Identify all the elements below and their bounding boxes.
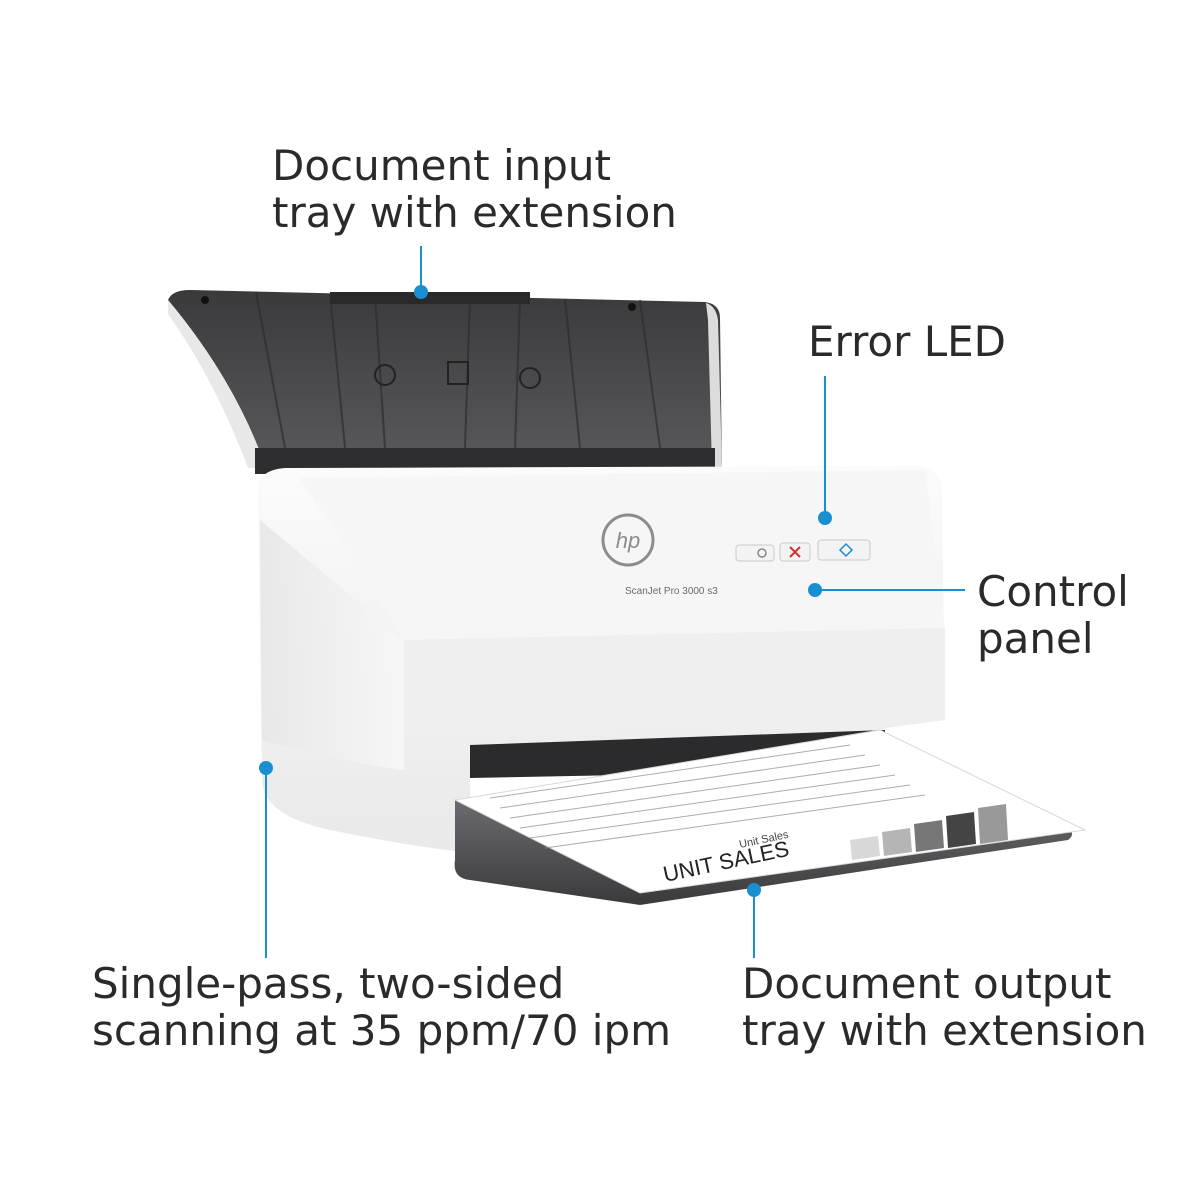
callout-line-1: Control <box>977 567 1129 616</box>
callout-dots <box>259 285 832 897</box>
brand-text: hp <box>616 528 640 553</box>
callout-line-1: Document output <box>742 959 1112 1008</box>
hp-logo: hp <box>601 513 655 567</box>
callout-line-1: Error LED <box>808 317 1007 366</box>
cancel-icon <box>789 546 801 558</box>
callout-line-2: panel <box>977 614 1094 663</box>
input-tray <box>168 290 722 474</box>
callout-error-led: Error LED <box>808 318 1006 365</box>
control-panel-buttons <box>735 539 871 562</box>
callout-line-1: Document input <box>272 141 611 190</box>
output-tray: UNIT SALES Unit Sales <box>453 729 1087 905</box>
callout-line-2: tray with extension <box>742 1006 1147 1055</box>
model-text: ScanJet Pro 3000 s3 <box>625 586 718 597</box>
power-icon <box>757 548 767 558</box>
callout-line-2: scanning at 35 ppm/70 ipm <box>92 1006 672 1055</box>
callout-input-tray: Document input tray with extension <box>272 142 677 236</box>
callout-line-1: Single-pass, two-sided <box>92 959 565 1008</box>
callout-lines <box>265 246 965 958</box>
callout-control-panel: Control panel <box>977 568 1129 662</box>
callout-output-tray: Document output tray with extension <box>742 960 1147 1054</box>
callout-line-2: tray with extension <box>272 188 677 237</box>
scan-icon <box>838 542 854 558</box>
document-bar-chart <box>850 804 1008 860</box>
callout-single-pass: Single-pass, two-sided scanning at 35 pp… <box>92 960 671 1054</box>
